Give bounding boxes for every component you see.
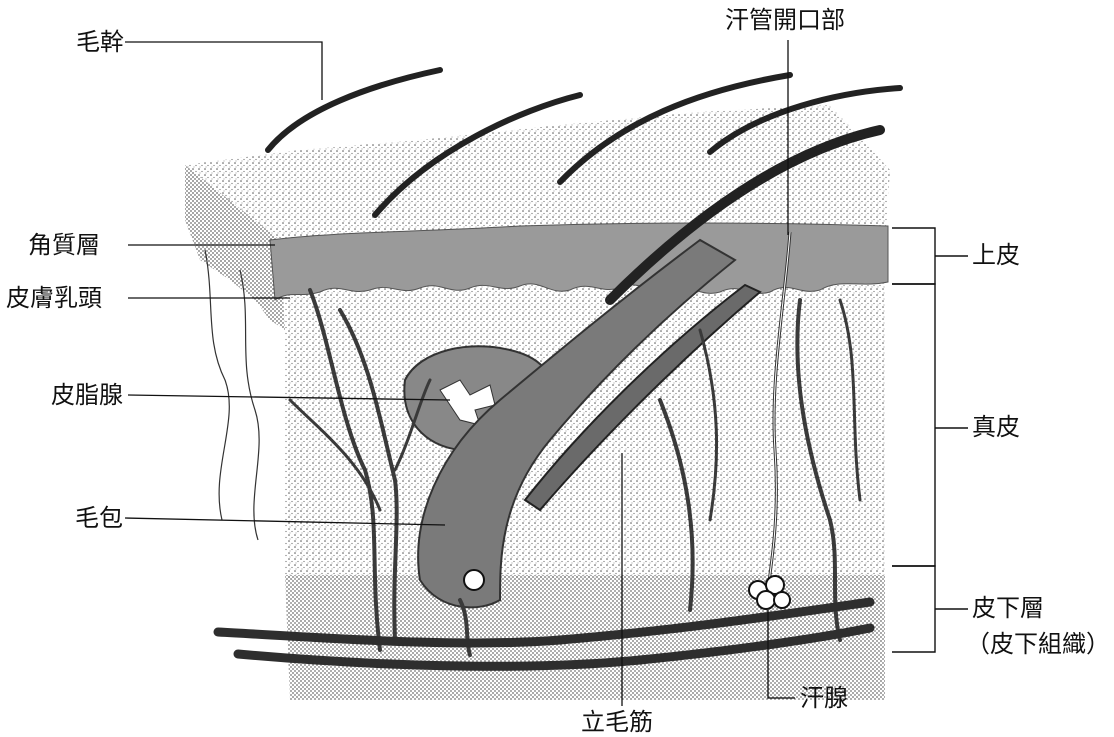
label-hair-follicle: 毛包 <box>75 506 123 530</box>
leader-hair-shaft <box>125 42 322 100</box>
label-epidermis: 上皮 <box>972 243 1020 267</box>
hair-shaft-1 <box>268 70 440 150</box>
label-subcutis-alt: （皮下組織） <box>966 632 1110 656</box>
bracket-subcutis <box>892 566 935 652</box>
label-dermal-papilla: 皮膚乳頭 <box>6 286 102 310</box>
label-hair-shaft: 毛幹 <box>76 30 124 54</box>
label-dermis: 真皮 <box>972 415 1020 439</box>
edge-line-2 <box>240 270 259 540</box>
label-arrector-pili: 立毛筋 <box>581 710 653 734</box>
label-stratum-corneum: 角質層 <box>28 233 100 257</box>
layer-brackets <box>892 228 968 652</box>
bracket-dermis <box>892 284 935 566</box>
sweat-coil-d <box>774 592 790 608</box>
label-subcutis: 皮下層 <box>972 596 1044 620</box>
hair-papilla <box>464 570 484 590</box>
bracket-epidermis <box>892 228 935 284</box>
label-sebaceous-gland: 皮脂腺 <box>51 383 123 407</box>
label-sweat-gland: 汗腺 <box>800 686 848 710</box>
edge-line-1 <box>205 250 229 520</box>
sweat-coil-c <box>757 591 775 609</box>
label-sweat-pore: 汗管開口部 <box>725 8 845 32</box>
